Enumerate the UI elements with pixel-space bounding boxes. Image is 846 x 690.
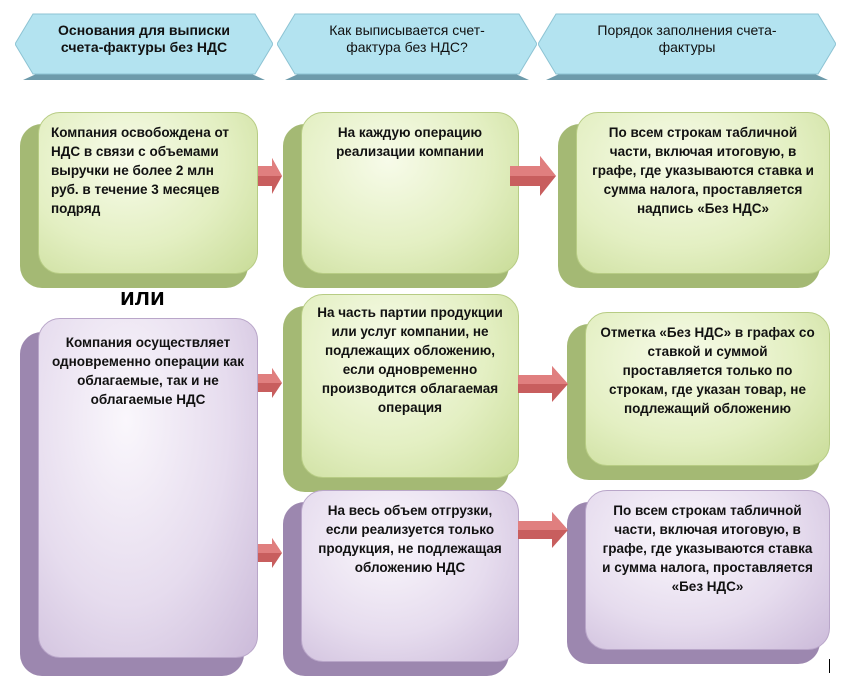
arrow-right-icon	[258, 538, 282, 568]
how-whole-text: На весь объем отгрузки, если реализуется…	[318, 503, 502, 575]
header-banner-shape	[538, 13, 836, 80]
how-partial-text: На часть партии продукции или услуг комп…	[317, 305, 503, 415]
how-each-text: На каждую операцию реализации компании	[336, 125, 484, 159]
procedure-box-all-rows-2: По всем строкам табличной части, включая…	[567, 490, 830, 664]
header-banner-shape	[15, 13, 273, 80]
reason-box-mixed: Компания осуществляет одновременно опера…	[20, 318, 258, 676]
header-banner-shape	[277, 13, 537, 80]
procedure-marked-rows-text: Отметка «Без НДС» в графах со ставкой и …	[600, 325, 815, 416]
header-reasons-label: Основания для выписки счета-фактуры без …	[58, 22, 230, 55]
procedure-all-rows-2-text: По всем строкам табличной части, включая…	[602, 503, 813, 594]
reason-mixed-text: Компания осуществляет одновременно опера…	[51, 335, 245, 407]
header-how-label: Как выписывается счет-фактура без НДС?	[329, 22, 485, 55]
procedure-all-rows-text: По всем строкам табличной части, включая…	[592, 125, 814, 216]
how-box-whole: На весь объем отгрузки, если реализуется…	[283, 490, 519, 676]
or-label: или	[120, 284, 165, 311]
arrow-right-icon	[518, 512, 568, 548]
header-procedure-label: Порядок заполнения счета-фактуры	[597, 22, 777, 55]
arrow-right-icon	[518, 366, 568, 402]
text-cursor	[829, 659, 830, 673]
reason-box-revenue: Компания освобождена от НДС в связи с об…	[20, 112, 258, 288]
procedure-box-marked-rows: Отметка «Без НДС» в графах со ставкой и …	[567, 312, 830, 480]
header-how: Как выписывается счет-фактура без НДС?	[277, 8, 537, 88]
arrow-right-icon	[258, 158, 282, 194]
header-procedure: Порядок заполнения счета-фактуры	[538, 8, 836, 88]
procedure-box-all-rows: По всем строкам табличной части, включая…	[558, 112, 830, 288]
how-box-partial: На часть партии продукции или услуг комп…	[283, 294, 519, 492]
arrow-right-icon	[510, 156, 556, 196]
reason-revenue-text: Компания освобождена от НДС в связи с об…	[51, 125, 229, 216]
header-reasons: Основания для выписки счета-фактуры без …	[15, 8, 273, 88]
how-box-each: На каждую операцию реализации компании	[283, 112, 519, 288]
arrow-right-icon	[258, 368, 282, 398]
